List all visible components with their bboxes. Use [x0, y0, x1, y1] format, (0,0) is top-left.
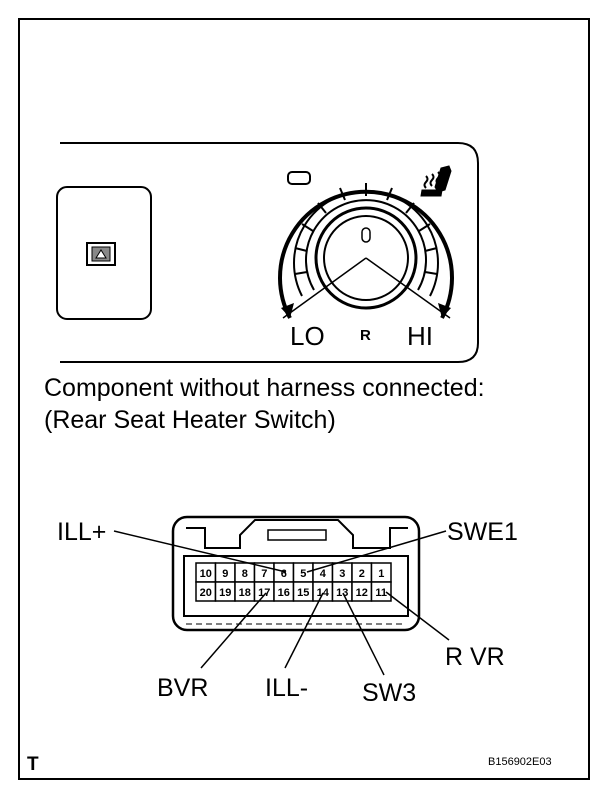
caption-line-2: (Rear Seat Heater Switch) — [44, 406, 336, 434]
outer-border — [18, 18, 590, 780]
rotary-knob[interactable] — [278, 183, 454, 319]
leader-r-vr — [385, 591, 450, 641]
pin-label-8: 8 — [242, 568, 248, 580]
label-sw3: SW3 — [362, 679, 416, 707]
pin-label-11: 11 — [375, 587, 387, 599]
label-bvr: BVR — [157, 674, 208, 702]
label-lo: LO — [290, 321, 325, 351]
switch-panel: LO R HI — [56, 142, 479, 363]
pin-label-3: 3 — [339, 568, 345, 580]
seat-icon-small — [86, 242, 116, 266]
corner-mark: T — [27, 754, 39, 775]
pin-label-9: 9 — [222, 568, 228, 580]
leader-sw3 — [342, 592, 385, 676]
leader-lo — [282, 257, 367, 319]
scale-inner — [305, 199, 427, 291]
figure-code: B156902E03 — [488, 756, 552, 768]
pin-label-5: 5 — [300, 568, 306, 580]
leader-ill-minus — [284, 592, 324, 669]
pin-label-7: 7 — [261, 568, 267, 580]
pin-label-17: 17 — [258, 587, 270, 599]
pin-cell-11 — [370, 581, 392, 602]
pin-label-1: 1 — [378, 568, 384, 580]
pin-label-18: 18 — [239, 587, 251, 599]
label-swe1: SWE1 — [447, 518, 518, 546]
arrow-right-icon — [438, 303, 451, 318]
pin-label-4: 4 — [320, 568, 327, 580]
pin-label-6: 6 — [281, 568, 287, 580]
scale-ticks — [294, 183, 438, 275]
pin-label-16: 16 — [278, 587, 290, 599]
label-ill-plus: ILL+ — [57, 518, 106, 546]
label-hi: HI — [407, 321, 433, 351]
panel-outline — [60, 142, 479, 363]
leader-bvr — [200, 592, 267, 669]
indicator-lamp — [287, 171, 311, 185]
latch-tab — [267, 529, 327, 541]
label-ill-minus: ILL- — [265, 674, 308, 702]
heated-seat-icon — [420, 165, 452, 197]
pin-label-14: 14 — [317, 587, 330, 599]
pin-label-13: 13 — [336, 587, 348, 599]
leader-ill-plus — [113, 530, 287, 573]
connector-leaders — [113, 530, 450, 676]
pin-label-15: 15 — [297, 587, 309, 599]
knob-pointer — [361, 227, 371, 243]
pin-label-10: 10 — [200, 568, 212, 580]
pin-label-20: 20 — [200, 587, 212, 599]
pin-label-12: 12 — [356, 587, 368, 599]
pin-label-2: 2 — [359, 568, 365, 580]
pin-label-19: 19 — [219, 587, 231, 599]
leader-hi — [365, 257, 451, 319]
connector-latch — [186, 519, 408, 549]
label-r: R — [360, 327, 371, 344]
leader-swe1 — [306, 530, 447, 573]
caption-line-1: Component without harness connected: — [44, 374, 485, 402]
label-r-vr: R VR — [445, 643, 505, 671]
arrow-left-icon — [281, 303, 294, 318]
